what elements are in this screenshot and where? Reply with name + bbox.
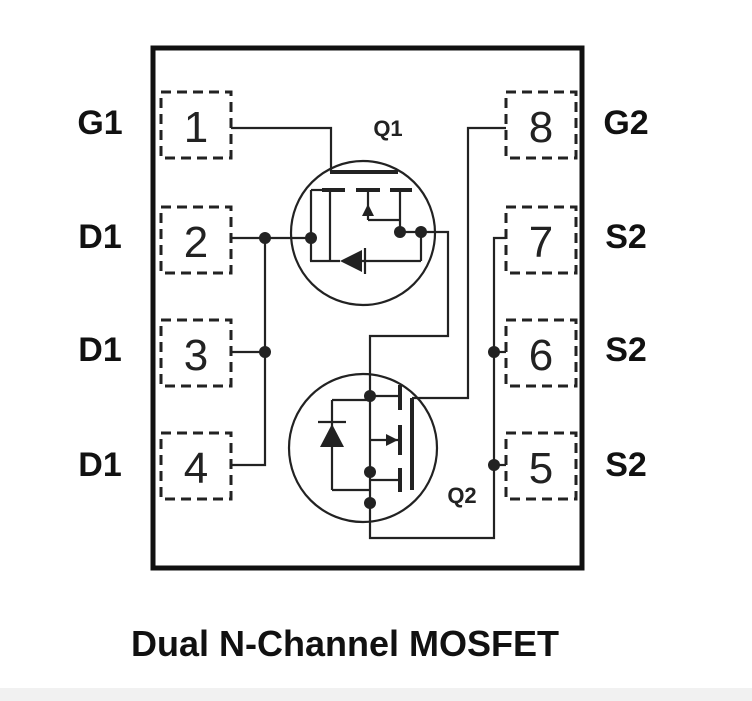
pin-label-2: D1 (78, 218, 121, 256)
pin-label-7: S2 (605, 218, 647, 256)
pin-label-6: S2 (605, 331, 647, 369)
pin-number-3: 3 (184, 331, 208, 380)
pin-number-4: 4 (184, 444, 208, 493)
pin-label-3: D1 (78, 331, 121, 369)
pin-box-2 (159, 205, 233, 275)
pin-number-2: 2 (184, 218, 208, 267)
pin-number-5: 5 (529, 444, 553, 493)
pin-label-8: G2 (603, 104, 648, 142)
q2-label: Q2 (447, 483, 476, 508)
wiring (231, 126, 506, 540)
q1-label: Q1 (373, 116, 402, 141)
pin-number-6: 6 (529, 331, 553, 380)
diagram-caption: Dual N-Channel MOSFET (131, 623, 559, 664)
pin-box-7 (504, 205, 578, 275)
pin-number-1: 1 (184, 103, 208, 152)
pin-box-1 (159, 90, 233, 160)
pin-box-8 (504, 90, 578, 160)
q2-transistor: Q2 (287, 372, 477, 524)
pin-box-6 (504, 318, 578, 388)
pin-label-1: G1 (77, 104, 122, 142)
q1-transistor: Q1 (289, 116, 437, 307)
pin-label-4: D1 (78, 446, 121, 484)
pin-number-8: 8 (529, 103, 553, 152)
footer-bar (0, 688, 752, 701)
pin-label-5: S2 (605, 446, 647, 484)
pin-box-5 (504, 431, 578, 501)
pin-number-7: 7 (529, 218, 553, 267)
package-outline (150, 45, 585, 571)
